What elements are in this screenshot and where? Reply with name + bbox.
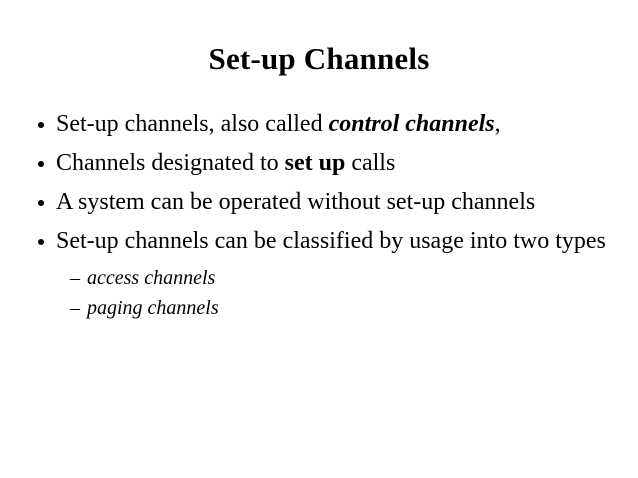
bullet-text-emphasis: control channels — [328, 111, 495, 137]
bullet-text-segment: Channels designated to — [56, 150, 285, 176]
bullet-dot-icon — [30, 186, 56, 219]
bullet-text: A system can be operated without set-up … — [56, 189, 536, 215]
bullet-text: Channels designated to set up calls — [56, 147, 626, 180]
bullet-dot-icon — [30, 108, 56, 141]
bullet-item: Set-up channels can be classified by usa… — [30, 225, 626, 258]
bullet-text-segment: , — [494, 111, 501, 137]
bullet-text-segment: Set-up channels, also called — [56, 111, 329, 137]
bullet-item: Set-up channels, also called control cha… — [30, 108, 626, 141]
en-dash-icon: – — [70, 267, 80, 289]
bullet-item: Channels designated to set up calls — [30, 147, 626, 180]
bullet-text: Set-up channels can be classified by usa… — [56, 228, 606, 254]
slide-title: Set-up Channels — [208, 41, 430, 76]
bullet-text-segment: calls — [345, 150, 396, 176]
sub-bullet-item: – access channels — [70, 264, 626, 292]
bullet-text-emphasis: set up — [284, 150, 346, 176]
sub-bullet-text: paging channels — [87, 297, 219, 319]
bullet-dot-icon — [30, 147, 56, 180]
bullet-dot-icon — [30, 225, 56, 258]
sub-bullet-text: access channels — [87, 267, 216, 289]
sub-bullet-list: – access channels – paging channels — [70, 264, 626, 322]
sub-bullet-item: – paging channels — [70, 294, 626, 322]
bullet-text: Set-up channels, also called control cha… — [56, 108, 626, 141]
en-dash-icon: – — [70, 297, 80, 319]
bullet-item: A system can be operated without set-up … — [30, 186, 626, 219]
slide-body: Set-up channels, also called control cha… — [30, 108, 626, 324]
